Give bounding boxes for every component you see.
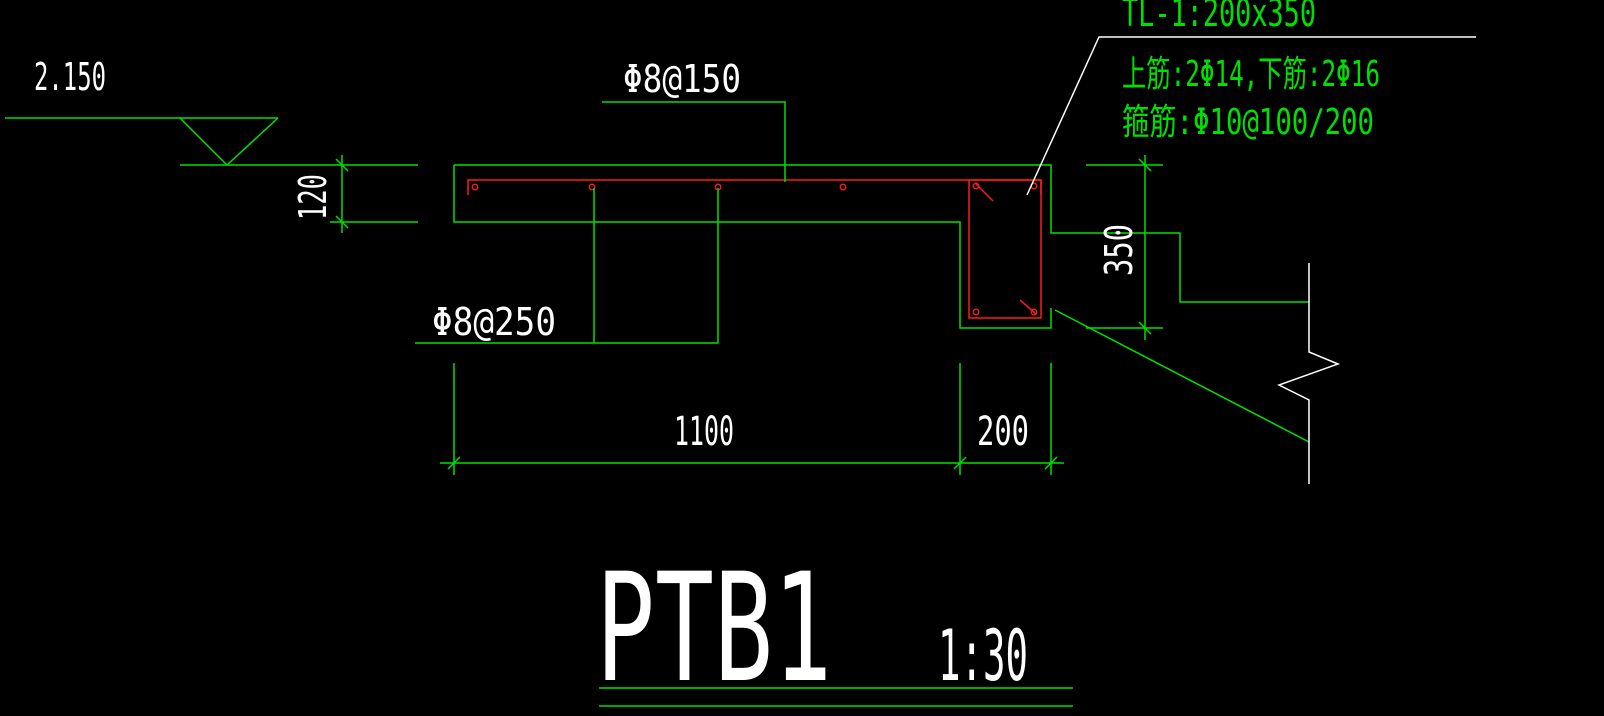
top-rebar-label: Φ8@150 [623,57,741,101]
slab-top-rebar [467,179,1042,195]
slab-span-label: 1100 [674,409,734,455]
elevation-triangle [179,117,279,167]
beam-name-label: TL-1:200x350 [1122,0,1316,35]
beam-main-bars-label: 上筋:2Φ14,下筋:2Φ16 [1122,54,1380,95]
bottom-rebar-label: Φ8@250 [432,300,556,344]
beam-height-dimension [1086,155,1163,340]
stirrup-hook-bottom [1019,299,1037,315]
beam-width-label: 200 [977,409,1029,455]
slab-bottom-outline [453,165,1052,329]
elevation-marker [5,117,418,167]
drawing-title: PTB1 [596,542,832,716]
slab-and-beam-outline [454,164,1309,303]
span-dimension [440,363,1064,475]
beam-callout-leader [1026,36,1476,196]
beam-stirrups-label: 箍筋:Φ10@100/200 [1122,102,1374,143]
slab-thickness-label: 120 [291,174,335,220]
slab-thickness-dimension [330,155,418,233]
rebar-dots [471,182,1038,316]
bottom-rebar-leader [415,188,719,344]
stair-slope-line [1054,309,1310,443]
beam-stirrup [968,179,1042,319]
wall-break-line [1277,263,1341,484]
stirrup-hook [974,182,994,202]
beam-height-label: 350 [1097,224,1141,276]
top-rebar-leader [602,101,786,182]
elevation-label: 2.150 [34,55,106,99]
drawing-scale: 1:30 [938,615,1028,697]
